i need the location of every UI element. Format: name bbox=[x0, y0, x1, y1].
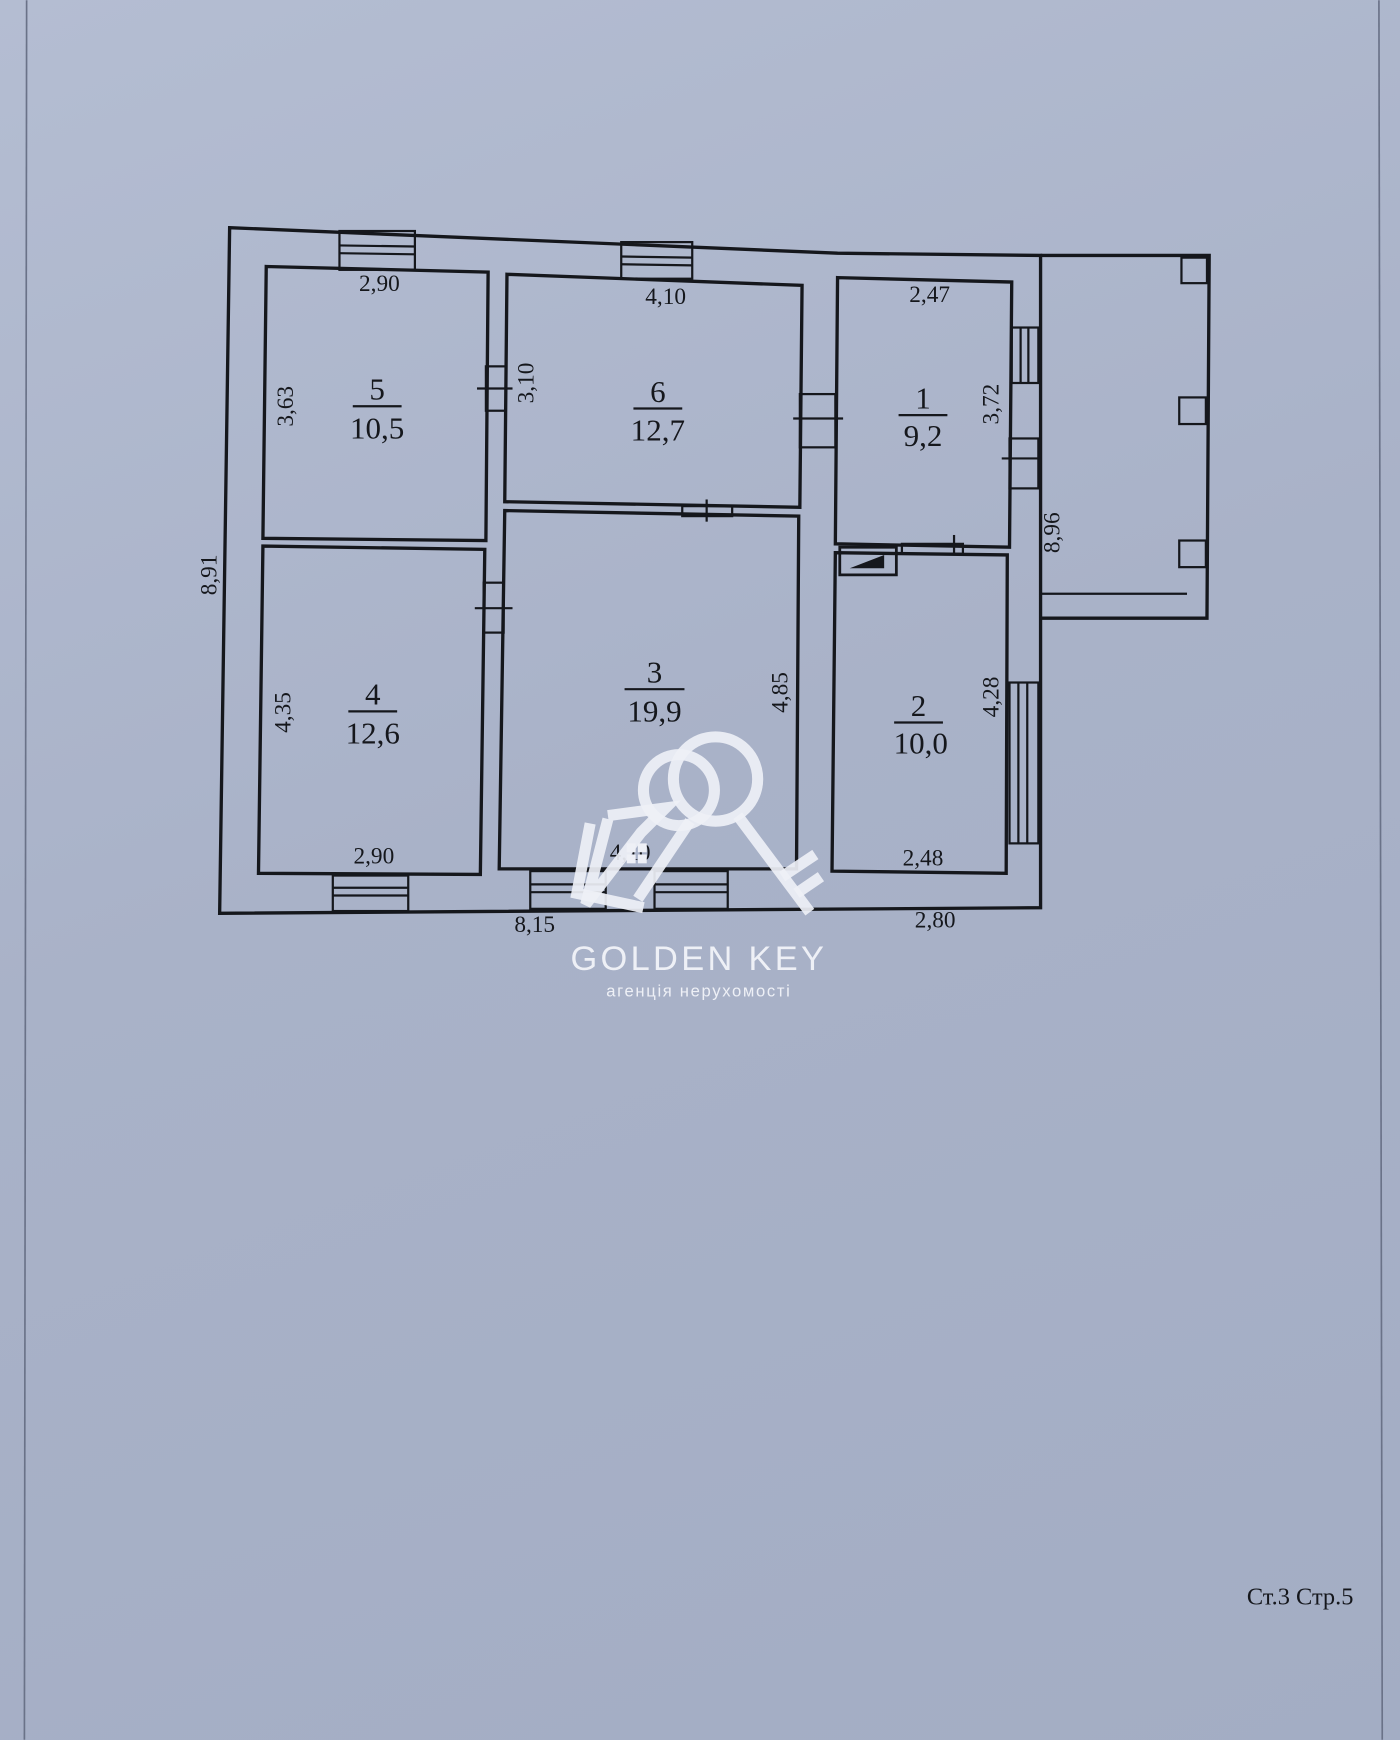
page-footer: Ст.3 Стр.5 bbox=[1247, 1583, 1354, 1610]
svg-text:агенція нерухомості: агенція нерухомості bbox=[606, 981, 791, 1000]
svg-text:1: 1 bbox=[915, 381, 931, 416]
svg-text:8,96: 8,96 bbox=[1039, 512, 1065, 553]
svg-text:9,2: 9,2 bbox=[904, 418, 943, 453]
room-4-outline bbox=[256, 544, 487, 877]
svg-text:2,90: 2,90 bbox=[359, 271, 400, 297]
room-1-label: 1 9,2 2,47 3,72 bbox=[898, 282, 1004, 453]
svg-text:3,72: 3,72 bbox=[978, 384, 1004, 425]
svg-text:2,47: 2,47 bbox=[909, 282, 950, 308]
room-4-label: 4 12,6 2,90 4,35 bbox=[271, 677, 400, 870]
room-6-outline bbox=[503, 272, 804, 509]
svg-text:12,7: 12,7 bbox=[631, 413, 685, 448]
room-5-label: 5 10,5 2,90 3,63 bbox=[273, 271, 404, 446]
svg-text:2,48: 2,48 bbox=[903, 846, 944, 872]
svg-text:6: 6 bbox=[650, 374, 666, 409]
svg-text:4,28: 4,28 bbox=[978, 677, 1004, 718]
svg-text:GOLDEN KEY: GOLDEN KEY bbox=[570, 940, 827, 978]
windows bbox=[331, 229, 1040, 913]
page-border-left bbox=[23, 0, 28, 1740]
svg-text:12,6: 12,6 bbox=[346, 716, 400, 751]
svg-text:2,80: 2,80 bbox=[915, 908, 956, 934]
porch-column bbox=[1178, 396, 1207, 426]
svg-text:19,9: 19,9 bbox=[627, 693, 681, 728]
porch-column bbox=[1180, 256, 1209, 285]
svg-text:10,5: 10,5 bbox=[350, 410, 404, 445]
svg-text:8,15: 8,15 bbox=[514, 912, 555, 938]
svg-text:2,90: 2,90 bbox=[353, 843, 394, 869]
porch-column bbox=[1178, 539, 1207, 569]
svg-text:2: 2 bbox=[911, 688, 927, 723]
room-2-label: 2 10,0 2,48 4,28 bbox=[894, 677, 1005, 872]
overall-dimensions: 8,91 8,15 2,80 8,96 bbox=[196, 512, 1065, 938]
svg-text:4,85: 4,85 bbox=[768, 672, 794, 713]
svg-text:3,10: 3,10 bbox=[514, 363, 540, 404]
doors bbox=[474, 365, 1041, 634]
porch-outline bbox=[1040, 253, 1211, 620]
room-1-outline bbox=[833, 275, 1014, 549]
svg-text:4: 4 bbox=[365, 677, 381, 712]
svg-text:4,10: 4,10 bbox=[645, 284, 686, 310]
svg-text:10,0: 10,0 bbox=[894, 726, 948, 761]
svg-text:8,91: 8,91 bbox=[196, 555, 222, 596]
svg-text:5: 5 bbox=[369, 372, 385, 407]
room-6-label: 6 12,7 4,10 3,10 bbox=[514, 284, 686, 447]
svg-text:3: 3 bbox=[647, 655, 663, 690]
svg-text:3,63: 3,63 bbox=[273, 386, 299, 427]
golden-key-logo: GOLDEN KEY агенція нерухомості bbox=[570, 731, 827, 1000]
svg-text:4,35: 4,35 bbox=[271, 692, 297, 733]
page-border-right bbox=[1378, 0, 1384, 1740]
outer-wall bbox=[217, 225, 1043, 915]
